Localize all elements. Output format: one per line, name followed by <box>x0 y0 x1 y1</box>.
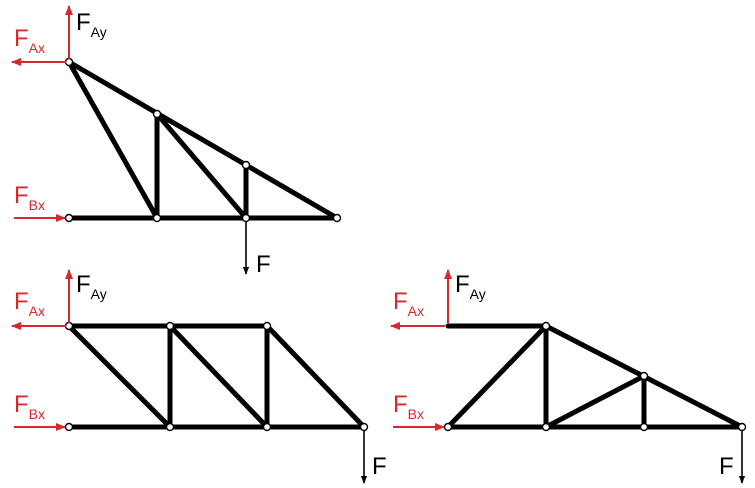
node-a <box>64 57 74 67</box>
diagonal-member <box>154 111 249 221</box>
node <box>241 213 251 223</box>
truss-1-members <box>66 59 340 221</box>
diagonal-member <box>167 323 270 430</box>
truss-1: FAy FAx FBx F <box>11 5 342 278</box>
node <box>165 422 175 432</box>
node <box>541 422 551 432</box>
truss-2-members <box>66 323 367 430</box>
node <box>639 371 649 381</box>
truss-2-nodes <box>64 321 369 432</box>
truss-3-members <box>445 323 745 430</box>
node-b <box>64 213 74 223</box>
top-chord <box>66 59 340 221</box>
node-a <box>64 321 74 331</box>
node <box>332 213 342 223</box>
fbx-label: FBx <box>393 391 424 422</box>
node-b <box>443 422 453 432</box>
fax-label: FAx <box>14 288 45 319</box>
node <box>241 160 251 170</box>
truss-1-nodes <box>64 57 342 223</box>
fbx-label: FBx <box>14 391 45 422</box>
load-label: F <box>719 453 734 480</box>
node <box>737 422 747 432</box>
node <box>262 422 272 432</box>
fbx-label: FBx <box>14 182 45 213</box>
node <box>152 213 162 223</box>
fax-label: FAx <box>14 25 45 56</box>
truss-2: FAy FAx FBx F <box>11 269 387 484</box>
diagonal-member <box>66 59 160 221</box>
node <box>152 109 162 119</box>
diagonal-member <box>264 323 367 430</box>
node <box>639 422 649 432</box>
node <box>165 321 175 331</box>
truss-3: FAy FAx FBx F <box>390 269 747 484</box>
fay-label: FAy <box>76 9 107 40</box>
diagonal-member <box>66 323 173 430</box>
fax-label: FAx <box>393 288 424 319</box>
diagonal-member <box>445 323 549 430</box>
node <box>359 422 369 432</box>
node-b <box>64 422 74 432</box>
load-label: F <box>372 453 387 480</box>
load-label: F <box>256 251 271 278</box>
node <box>262 321 272 331</box>
node <box>541 321 551 331</box>
diagonal-member <box>543 373 647 430</box>
fay-label: FAy <box>455 271 486 302</box>
truss-3-nodes <box>443 321 747 432</box>
fay-label: FAy <box>76 271 107 302</box>
